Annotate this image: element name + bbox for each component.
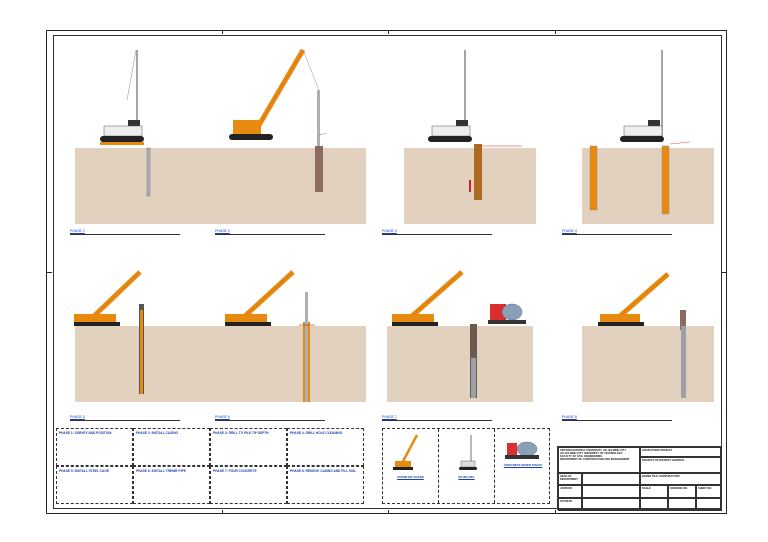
institution-line: VIETNAM NATIONAL UNIVERSITY, HO CHI MINH… — [560, 448, 627, 452]
phase-2-panel: PHASE 2 — [215, 40, 375, 240]
phase-6-underline — [215, 420, 325, 421]
phase-3-illustration — [404, 50, 536, 224]
crawler-crane-icon — [393, 434, 419, 470]
frame-tick — [555, 30, 556, 34]
drawing-no-value-cell — [668, 498, 696, 511]
phase-7-underline — [382, 420, 492, 421]
note-phase-7: PHASE 7: POUR CONCRETE — [210, 466, 287, 504]
phase-6-label: PHASE 6 — [215, 415, 230, 419]
piling-rig-icon — [459, 435, 477, 470]
drawing-title-cell: BORED PILE CONSTRUCTION — [640, 473, 722, 485]
head-of-department-cell: HEAD OF DEPARTMENT — [558, 473, 582, 485]
phase-1-underline — [70, 234, 180, 235]
frame-tick — [721, 272, 727, 273]
phase-1-panel: PHASE 1 — [70, 40, 230, 240]
phase-8-panel: PHASE 8 — [562, 262, 722, 422]
note-title: PHASE 7: POUR CONCRETE — [213, 468, 257, 473]
equipment-concrete-mixer-truck: CONCRETE MIXER TRUCK — [495, 429, 551, 503]
equipment-piling-rig: PILING RIG — [439, 429, 495, 503]
phase-6-panel: PHASE 6 — [215, 262, 375, 422]
note-title: PHASE 8: REMOVE CASING AND FILL SOIL — [290, 468, 357, 473]
note-phase-3: PHASE 3: DRILL TO PILE TIP DEPTH — [210, 428, 287, 466]
note-phase-6: PHASE 6: INSTALL TREMIE PIPE — [133, 466, 210, 504]
note-phase-5: PHASE 5: INSTALL STEEL CAGE — [56, 466, 133, 504]
equipment-name: CRAWLER CRANE — [397, 475, 424, 479]
phase-5-label: PHASE 5 — [70, 415, 85, 419]
advisor-name-cell — [582, 485, 640, 498]
drawing-sheet — [46, 30, 727, 514]
frame-tick — [46, 272, 52, 273]
note-title: PHASE 4: DRILL HOLE CLEANING — [290, 430, 343, 435]
phase-4-label: PHASE 4 — [562, 229, 577, 233]
note-phase-2: PHASE 2: INSTALL CASING — [133, 428, 210, 466]
frame-tick — [222, 510, 223, 514]
frame-tick — [388, 30, 389, 34]
note-title: PHASE 6: INSTALL TREMIE PIPE — [136, 468, 186, 473]
sheet-no-cell: SHEET NO. — [696, 485, 722, 498]
sheet-no-value-cell — [696, 498, 722, 511]
equipment-name: PILING RIG — [458, 475, 475, 479]
frame-tick — [555, 510, 556, 514]
note-title: PHASE 2: INSTALL CASING — [136, 430, 179, 435]
student-cell: STUDENT — [558, 498, 582, 511]
phase-4-illustration — [582, 50, 714, 224]
equipment-section: CRAWLER CRANE PILING RIG CONCRETE MIXER … — [382, 428, 550, 504]
project-name-cell: PROJECT OF DISTRICT HOSPITAL — [640, 457, 722, 473]
phase-5-illustration — [74, 270, 221, 402]
phase-1-label: PHASE 1 — [70, 229, 85, 233]
institution-line: DEPARTMENT OF CONSTRUCTION AND MANAGEMEN… — [560, 458, 630, 462]
phase-8-illustration — [582, 272, 714, 402]
phase-8-underline — [562, 420, 672, 421]
frame-tick — [388, 510, 389, 514]
title-block: VIETNAM NATIONAL UNIVERSITY, HO CHI MINH… — [557, 446, 722, 511]
institution-block: VIETNAM NATIONAL UNIVERSITY, HO CHI MINH… — [558, 447, 640, 473]
graduation-project-cell: GRADUATION PROJECT — [640, 447, 722, 457]
concrete-mixer-truck-icon — [505, 441, 539, 459]
phase-2-illustration — [220, 48, 366, 224]
phase-2-label: PHASE 2 — [215, 229, 230, 233]
note-phase-8: PHASE 8: REMOVE CASING AND FILL SOIL — [287, 466, 364, 504]
phase-8-label: PHASE 8 — [562, 415, 577, 419]
phase-3-underline — [382, 234, 492, 235]
student-name-cell — [582, 498, 640, 511]
phase-4-panel: PHASE 4 — [562, 40, 722, 240]
phase-3-panel: PHASE 3 — [382, 40, 542, 240]
note-title: PHASE 3: DRILL TO PILE TIP DEPTH — [213, 430, 269, 435]
phase-7-illustration — [387, 270, 533, 402]
head-of-department-name-cell — [582, 473, 640, 485]
note-phase-4: PHASE 4: DRILL HOLE CLEANING — [287, 428, 364, 466]
equipment-name: CONCRETE MIXER TRUCK — [503, 463, 543, 467]
note-phase-1: PHASE 1: SURVEY AND POSITION — [56, 428, 133, 466]
drawing-no-cell: DRAWING NO. — [668, 485, 696, 498]
phase-2-underline — [215, 234, 325, 235]
scale-value-cell — [640, 498, 668, 511]
phase-7-panel: PHASE 7 — [382, 262, 542, 422]
phase-3-label: PHASE 3 — [382, 229, 397, 233]
scale-cell: SCALE — [640, 485, 668, 498]
phase-4-underline — [562, 234, 672, 235]
equipment-crawler-crane: CRAWLER CRANE — [383, 429, 439, 503]
phase-7-label: PHASE 7 — [382, 415, 397, 419]
phase-5-underline — [70, 420, 180, 421]
phase-5-panel: PHASE 5 — [70, 262, 230, 422]
note-title: PHASE 1: SURVEY AND POSITION — [59, 430, 112, 435]
frame-tick — [222, 30, 223, 34]
institution-line: HO CHI MINH CITY UNIVERSITY OF TECHNOLOG… — [560, 451, 623, 455]
institution-line: FACULTY OF CIVIL ENGINEERING — [560, 455, 603, 458]
advisor-cell: ADVISOR — [558, 485, 582, 498]
phase-1-illustration — [75, 49, 221, 224]
phase-6-illustration — [220, 270, 366, 402]
note-title: PHASE 5: INSTALL STEEL CAGE — [59, 468, 109, 473]
